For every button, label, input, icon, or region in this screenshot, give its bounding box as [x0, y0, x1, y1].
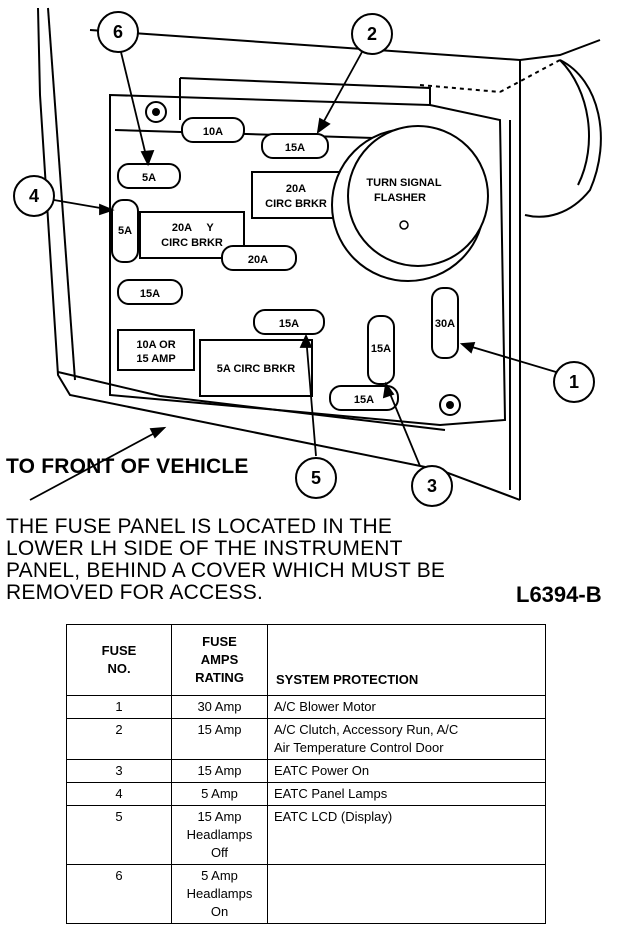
svg-text:15A: 15A: [354, 394, 374, 406]
svg-text:5A: 5A: [142, 172, 156, 184]
svg-text:10A: 10A: [203, 126, 223, 138]
callout-3: 3: [411, 465, 453, 507]
svg-text:15A: 15A: [371, 343, 391, 355]
svg-text:1: 1: [569, 372, 579, 392]
svg-text:FLASHER: FLASHER: [374, 192, 426, 204]
svg-text:15A: 15A: [279, 318, 299, 330]
svg-text:20A: 20A: [286, 183, 306, 195]
fuse-table: FUSE NO. FUSE AMPS RATING SYSTEM PROTECT…: [66, 624, 546, 924]
svg-text:10A OR: 10A OR: [136, 339, 175, 351]
svg-text:30A: 30A: [435, 318, 455, 330]
fuse-20a: 20A: [221, 245, 297, 271]
table-row: 2 15 Amp A/C Clutch, Accessory Run, A/C …: [66, 718, 546, 760]
svg-text:CIRC BRKR: CIRC BRKR: [265, 198, 327, 210]
table-row: 1 30 Amp A/C Blower Motor: [66, 695, 546, 719]
svg-text:20A: 20A: [248, 254, 268, 266]
cell-system: A/C Clutch, Accessory Run, A/C Air Tempe…: [267, 718, 546, 760]
fuse-panel-diagram: 10A 15A 5A 5A 20A CIRC BRKR 20A Y CIRC B…: [13, 7, 602, 507]
cell-amps: 5 Amp Headlamps On: [171, 864, 268, 924]
svg-text:CIRC BRKR: CIRC BRKR: [161, 237, 223, 249]
table-row: 4 5 Amp EATC Panel Lamps: [66, 782, 546, 806]
table-row: 5 15 Amp Headlamps Off EATC LCD (Display…: [66, 805, 546, 865]
location-note: THE FUSE PANEL IS LOCATED IN THE LOWER L…: [6, 515, 446, 604]
cell-amps: 5 Amp: [171, 782, 268, 806]
svg-text:2: 2: [367, 24, 377, 44]
cell-fuse-no: 4: [66, 782, 172, 806]
svg-text:TURN SIGNAL: TURN SIGNAL: [366, 177, 441, 189]
fuse-15a-vertical: 15A: [367, 315, 395, 385]
cell-system: EATC Power On: [267, 759, 546, 783]
front-of-vehicle-label: TO FRONT OF VEHICLE: [6, 455, 249, 478]
svg-text:4: 4: [29, 186, 39, 206]
header-system-protection: SYSTEM PROTECTION: [267, 624, 546, 696]
panel-outline: [37, 7, 602, 501]
callout-5: 5: [295, 457, 337, 499]
fuse-30a-vertical: 30A: [431, 287, 459, 359]
fuse-5a-left-vertical: 5A: [111, 199, 139, 263]
callout-leaders: [29, 47, 557, 501]
fuse-15a-left: 15A: [117, 279, 183, 305]
table-row: 3 15 Amp EATC Power On: [66, 759, 546, 783]
cell-amps: 30 Amp: [171, 695, 268, 719]
table-header-row: FUSE NO. FUSE AMPS RATING SYSTEM PROTECT…: [66, 624, 546, 696]
cell-fuse-no: 1: [66, 695, 172, 719]
cell-system: EATC Panel Lamps: [267, 782, 546, 806]
svg-text:6: 6: [113, 22, 123, 42]
callout-6: 6: [97, 11, 139, 53]
fuse-10a-top: 10A: [181, 117, 245, 143]
cell-amps: 15 Amp: [171, 759, 268, 783]
turn-signal-flasher: TURN SIGNAL FLASHER: [331, 125, 489, 282]
cell-amps: 15 Amp: [171, 718, 268, 760]
callout-1: 1: [553, 361, 595, 403]
svg-text:15 AMP: 15 AMP: [136, 353, 175, 365]
svg-text:15A: 15A: [285, 142, 305, 154]
svg-text:5A: 5A: [118, 225, 132, 237]
svg-text:3: 3: [427, 476, 437, 496]
fuse-15a-middle: 15A: [253, 309, 325, 335]
fuse-10a-or-15amp: 10A OR 15 AMP: [117, 329, 195, 371]
table-row: 6 5 Amp Headlamps On: [66, 864, 546, 924]
callout-4: 4: [13, 175, 55, 217]
fuse-5a-top: 5A: [117, 163, 181, 189]
cell-system: A/C Blower Motor: [267, 695, 546, 719]
circuit-breaker-20a-right: 20A CIRC BRKR: [251, 171, 341, 219]
cell-system: EATC LCD (Display): [267, 805, 546, 865]
cell-fuse-no: 5: [66, 805, 172, 865]
fuse-15a-top: 15A: [261, 133, 329, 159]
svg-text:Y: Y: [206, 222, 214, 234]
svg-text:20A: 20A: [172, 222, 192, 234]
cell-fuse-no: 6: [66, 864, 172, 924]
cell-system: [267, 864, 546, 924]
circuit-breaker-5a: 5A CIRC BRKR: [199, 339, 313, 397]
svg-text:15A: 15A: [140, 288, 160, 300]
svg-text:5: 5: [311, 468, 321, 488]
fuse-15a-bottom: 15A: [329, 385, 399, 411]
cell-amps: 15 Amp Headlamps Off: [171, 805, 268, 865]
header-fuse-no: FUSE NO.: [66, 624, 172, 696]
cell-fuse-no: 3: [66, 759, 172, 783]
svg-text:5A CIRC BRKR: 5A CIRC BRKR: [217, 363, 295, 375]
callout-2: 2: [351, 13, 393, 55]
header-amps-rating: FUSE AMPS RATING: [171, 624, 268, 696]
screw-bottom-right: [439, 394, 461, 416]
cell-fuse-no: 2: [66, 718, 172, 760]
screw-top-left: [145, 101, 167, 123]
figure-code: L6394-B: [516, 582, 602, 607]
